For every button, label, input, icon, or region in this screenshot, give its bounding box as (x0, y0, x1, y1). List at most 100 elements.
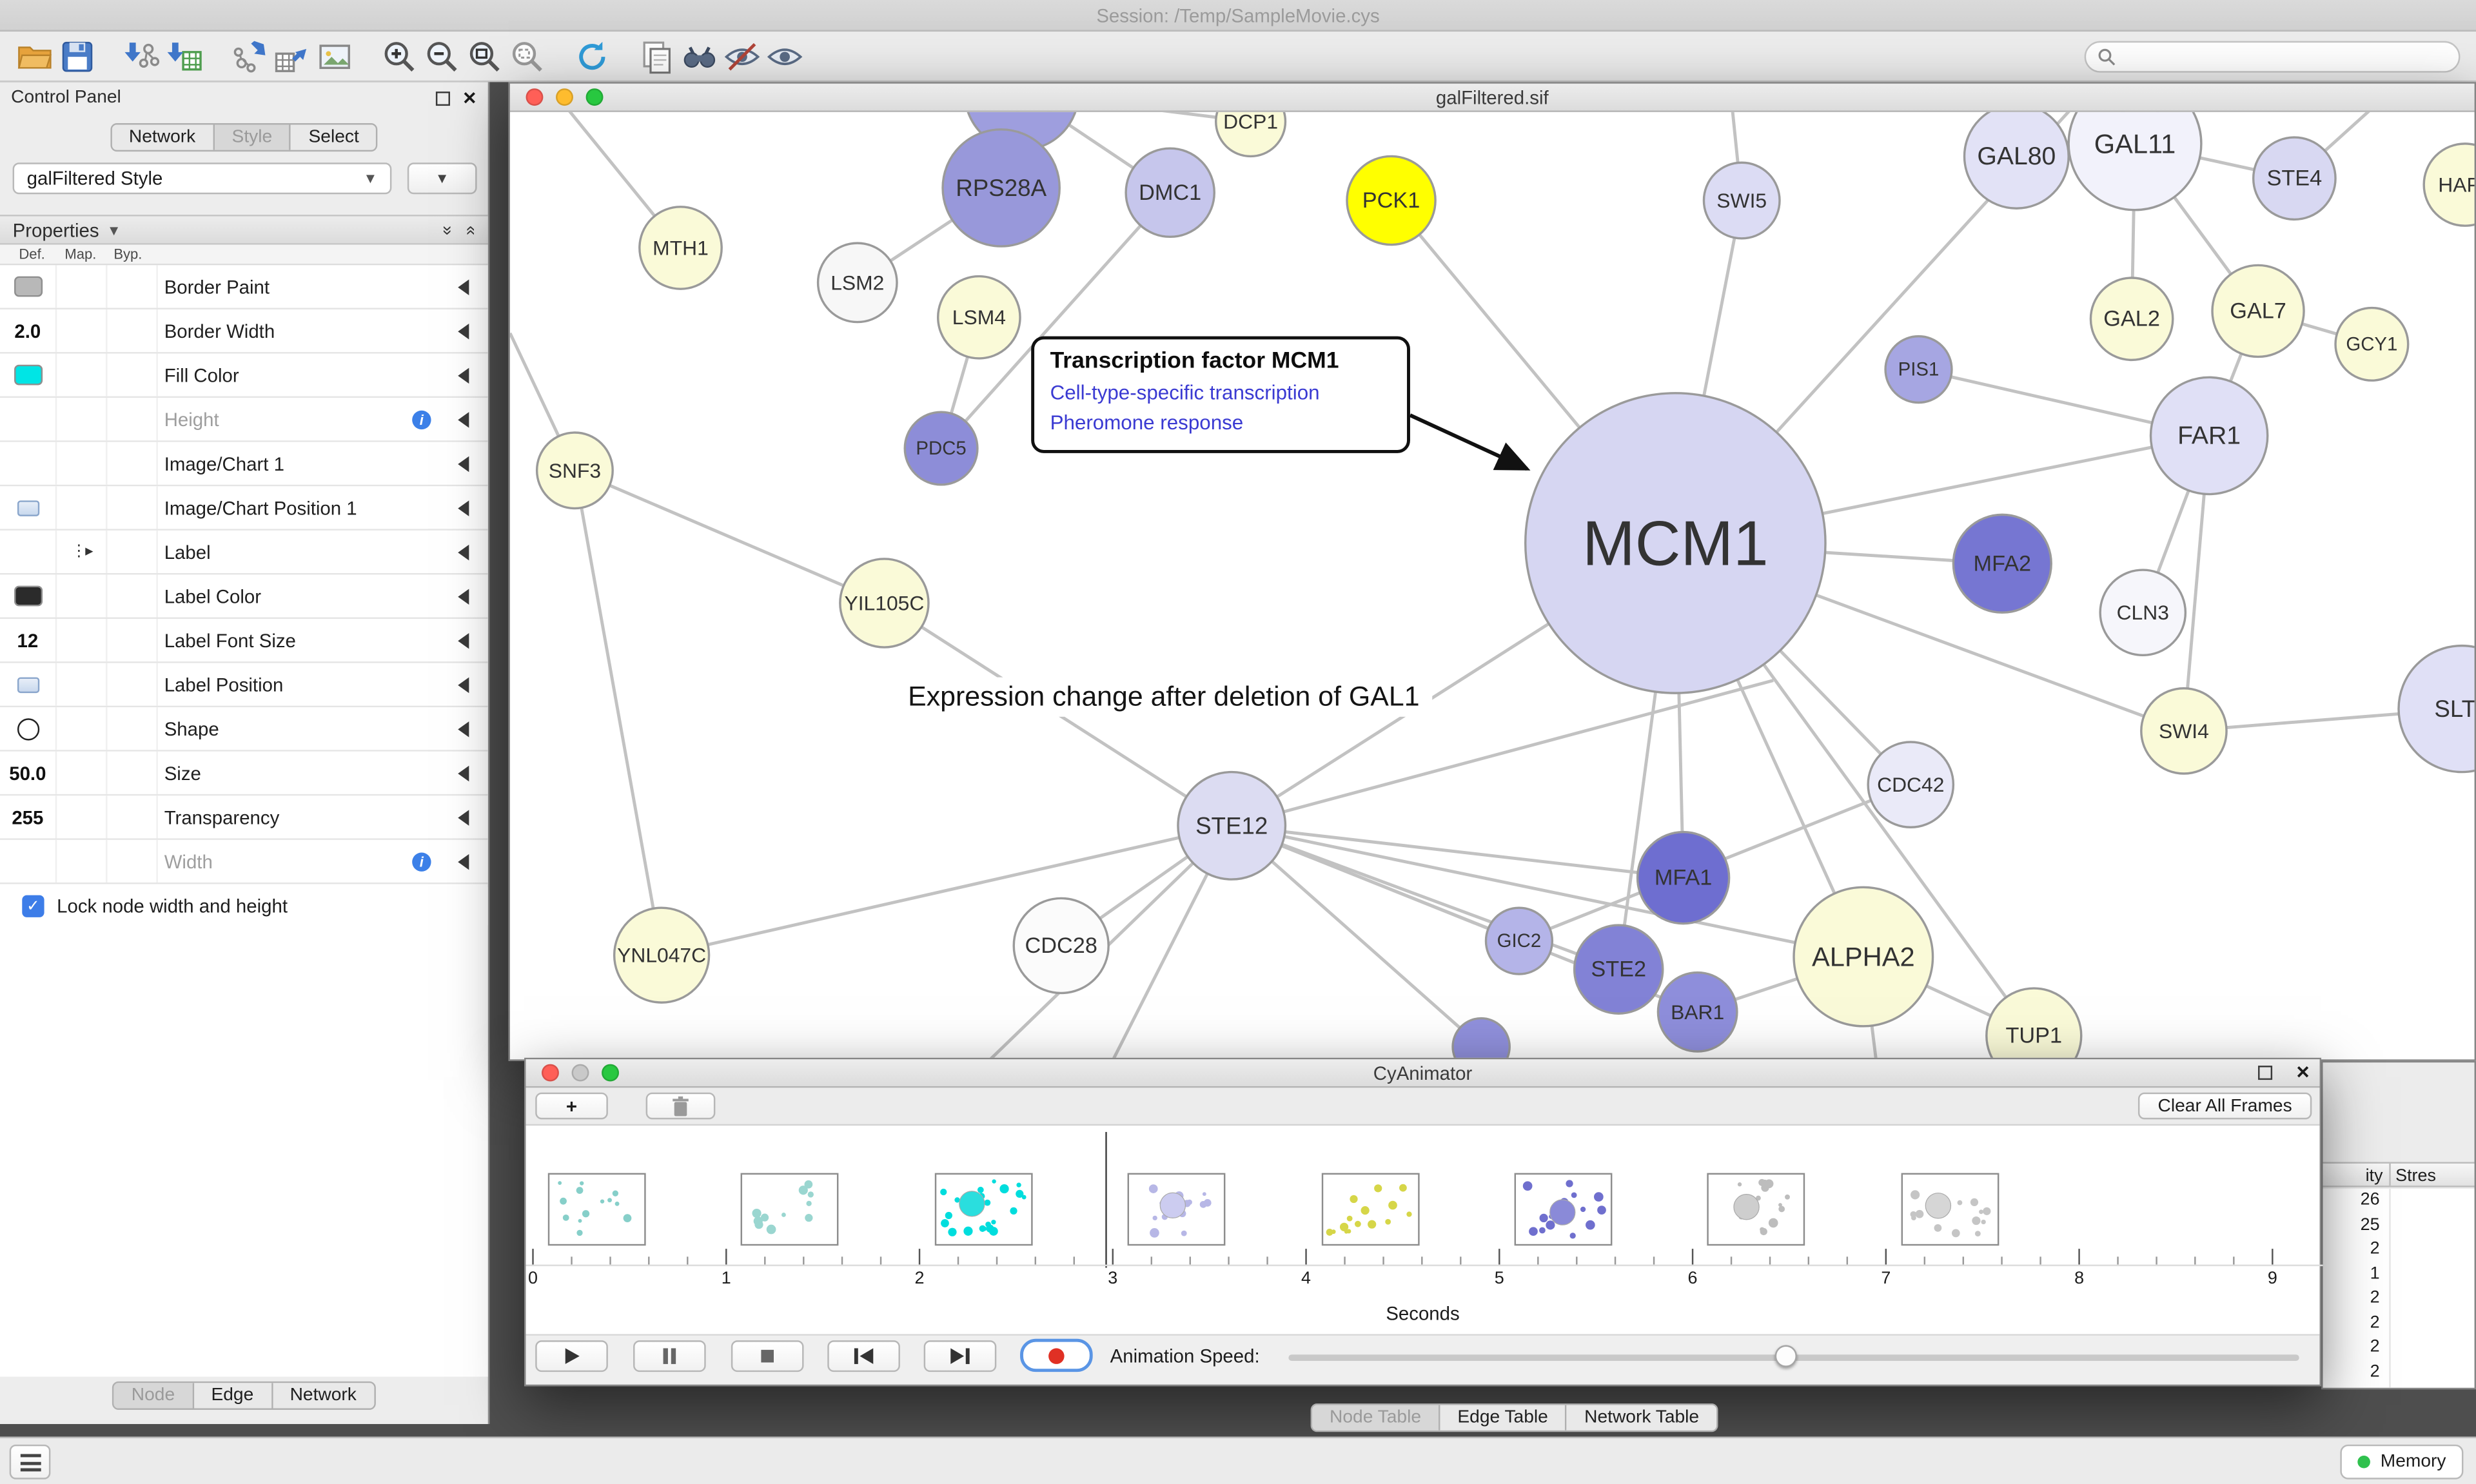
expand-row-arrow-icon[interactable] (458, 765, 469, 782)
table-row[interactable]: 2 (2323, 1336, 2474, 1360)
properties-header[interactable]: Properties ▼ » « (0, 215, 488, 245)
float-panel-icon[interactable] (435, 90, 450, 105)
expand-row-arrow-icon[interactable] (458, 589, 469, 605)
node-SWI5[interactable]: SWI5 (1702, 161, 1781, 240)
expand-row-arrow-icon[interactable] (458, 544, 469, 561)
style-selector[interactable]: galFiltered Style ▼ (12, 162, 392, 195)
node-YNL047C[interactable]: YNL047C (613, 906, 711, 1004)
frame-thumbnail-4[interactable] (1128, 1173, 1226, 1246)
property-row-label-position[interactable]: Label Position (0, 663, 488, 708)
node-MTH1[interactable]: MTH1 (638, 206, 723, 290)
tab-select[interactable]: Select (291, 124, 377, 150)
node-DCP1[interactable]: DCP1 (1215, 112, 1287, 158)
node-RPS28A[interactable]: RPS28A (941, 128, 1061, 248)
annotation-box[interactable]: Transcription factor MCM1 Cell-type-spec… (1031, 336, 1410, 454)
tab-edge[interactable]: Edge (193, 1383, 273, 1409)
node-ALPHA2[interactable]: ALPHA2 (1793, 886, 1934, 1028)
node-GAL11[interactable]: GAL11 (2067, 112, 2203, 211)
skip-forward-button[interactable] (923, 1340, 997, 1372)
import-table-icon[interactable] (162, 35, 205, 77)
node-STE12[interactable]: STE12 (1177, 770, 1287, 881)
table-row[interactable]: 1 (2323, 1262, 2474, 1287)
edge[interactable] (1231, 679, 1774, 828)
style-options-button[interactable]: ▼ (407, 162, 477, 195)
close-panel-icon[interactable]: ✕ (2295, 1064, 2310, 1084)
color-swatch[interactable] (13, 585, 42, 607)
tab-node-table[interactable]: Node Table (1312, 1405, 1440, 1430)
property-row-label-color[interactable]: Label Color (0, 574, 488, 620)
zoom-out-icon[interactable] (420, 35, 462, 77)
node-LSM2[interactable]: LSM2 (816, 242, 898, 324)
timeline-playhead[interactable] (1105, 1131, 1107, 1268)
expand-row-arrow-icon[interactable] (458, 279, 469, 295)
node-bp1[interactable] (1451, 1017, 1511, 1060)
annotation-link-2[interactable]: Pheromone response (1050, 409, 1244, 434)
search-input[interactable] (2116, 47, 2448, 66)
color-swatch[interactable] (13, 276, 42, 297)
table-row[interactable]: 2 (2323, 1311, 2474, 1336)
node-CLN3[interactable]: CLN3 (2099, 569, 2187, 657)
pause-button[interactable] (633, 1340, 706, 1372)
open-session-icon[interactable] (13, 35, 55, 77)
edge[interactable] (1231, 824, 1864, 959)
tab-network-table[interactable]: Network Table (1567, 1405, 1717, 1430)
search-network-icon[interactable] (678, 35, 720, 77)
node-DMC1[interactable]: DMC1 (1125, 147, 1215, 239)
close-window-icon[interactable] (526, 88, 544, 106)
edge[interactable] (574, 469, 885, 605)
clear-all-frames-button[interactable]: Clear All Frames (2137, 1092, 2312, 1120)
property-row-fill-color[interactable]: Fill Color (0, 353, 488, 398)
edge[interactable] (661, 824, 1232, 957)
table-column-stres[interactable]: Stres (2395, 1166, 2437, 1186)
node-MFA2[interactable]: MFA2 (1952, 513, 2052, 614)
expand-row-arrow-icon[interactable] (458, 367, 469, 384)
record-button[interactable] (1020, 1338, 1093, 1372)
show-all-icon[interactable] (763, 35, 805, 77)
zoom-window-icon[interactable] (585, 88, 604, 106)
edge[interactable] (1230, 824, 1482, 1048)
frame-thumbnail-3[interactable] (934, 1173, 1033, 1246)
skip-back-button[interactable] (827, 1340, 900, 1372)
table-row[interactable]: 2 (2323, 1238, 2474, 1262)
zoom-selected-icon[interactable] (506, 35, 548, 77)
node-MFA1[interactable]: MFA1 (1636, 830, 1731, 925)
node-SWI4[interactable]: SWI4 (2140, 687, 2228, 775)
expand-row-arrow-icon[interactable] (458, 633, 469, 649)
info-icon[interactable]: i (412, 852, 431, 872)
node-MCM1[interactable]: MCM1 (1524, 392, 1827, 694)
tab-edge-table[interactable]: Edge Table (1440, 1405, 1567, 1430)
minimize-window-icon[interactable] (571, 1064, 589, 1082)
zoom-window-icon[interactable] (602, 1064, 620, 1082)
property-row-image-chart-position-1[interactable]: Image/Chart Position 1 (0, 486, 488, 531)
node-SNF3[interactable]: SNF3 (535, 431, 614, 510)
save-session-icon[interactable] (55, 35, 98, 77)
node-GAL80[interactable]: GAL80 (1963, 112, 2070, 210)
tab-style[interactable]: Style (214, 124, 291, 150)
color-swatch[interactable] (13, 364, 42, 386)
frame-thumbnail-6[interactable] (1514, 1173, 1613, 1246)
node-YIL105C[interactable]: YIL105C (839, 558, 930, 649)
property-row-border-paint[interactable]: Border Paint (0, 265, 488, 310)
hide-selected-icon[interactable] (720, 35, 763, 77)
expand-row-arrow-icon[interactable] (458, 854, 469, 870)
expand-row-arrow-icon[interactable] (458, 810, 469, 826)
node-PCK1[interactable]: PCK1 (1346, 155, 1437, 246)
tab-network[interactable]: Network (272, 1383, 374, 1409)
node-GAL7[interactable]: GAL7 (2211, 264, 2305, 358)
refresh-icon[interactable] (570, 35, 613, 77)
speed-slider-knob[interactable] (1774, 1345, 1797, 1367)
node-TUP1[interactable]: TUP1 (1985, 987, 2083, 1060)
edge[interactable] (1021, 112, 1251, 124)
export-table-icon[interactable] (270, 35, 313, 77)
node-HAP4[interactable]: HAP4 (2422, 142, 2475, 227)
add-frame-button[interactable]: + (535, 1092, 608, 1120)
delete-frame-button[interactable] (645, 1092, 716, 1120)
export-network-icon[interactable] (228, 35, 270, 77)
node-STE4[interactable]: STE4 (2252, 136, 2337, 221)
expand-row-arrow-icon[interactable] (458, 456, 469, 473)
